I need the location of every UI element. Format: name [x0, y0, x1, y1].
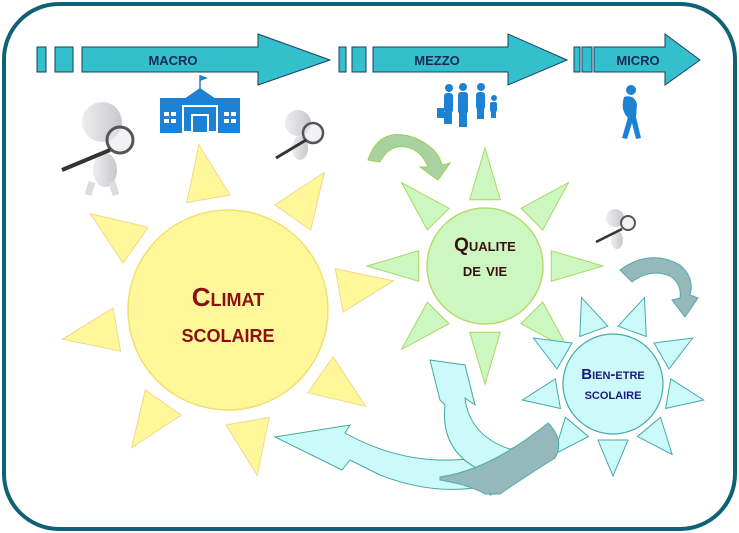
- sun-ray: [550, 250, 605, 282]
- sun-ray: [469, 331, 501, 386]
- climat-title-line2: scolaire: [181, 318, 274, 348]
- sun-ray: [89, 212, 149, 265]
- sun-ray: [532, 337, 573, 370]
- sun-ray: [130, 389, 183, 449]
- sun-ray: [186, 143, 231, 204]
- school-icon: [160, 75, 240, 133]
- qualite-sun-rays: [365, 146, 605, 386]
- bienetre-sun-rays: [521, 296, 705, 478]
- sun-ray: [273, 171, 326, 231]
- qualite-sun: [426, 207, 544, 325]
- climat-sun: [127, 209, 329, 411]
- bienetre-title-line1: Bien-etre: [581, 366, 645, 383]
- sun-ray: [653, 337, 694, 370]
- curved-arrow-icon: [439, 422, 560, 495]
- curved-arrow-icon: [367, 134, 452, 181]
- bienetre-sun: [562, 333, 664, 435]
- sun-ray: [597, 439, 629, 478]
- bienetre-title-line2: scolaire: [585, 386, 642, 403]
- sun-ray: [664, 378, 705, 410]
- sun-ray: [307, 355, 367, 408]
- student-icon: [622, 85, 641, 139]
- sun-ray: [579, 296, 609, 338]
- magnifier-person-icon: [595, 209, 636, 249]
- sun-ray: [334, 268, 395, 313]
- magnifier-person-icon: [275, 110, 325, 160]
- sun-ray: [365, 250, 420, 282]
- sun-ray: [61, 307, 122, 352]
- family-icon: [437, 83, 497, 127]
- macro-label: MACRO: [148, 53, 197, 68]
- sun-ray: [400, 181, 450, 231]
- scale-arrow-micro: MICRO: [573, 33, 701, 86]
- climat-sun-rays: [61, 143, 395, 477]
- sun-ray: [225, 416, 270, 477]
- scale-arrow-macro: MACRO: [36, 33, 332, 86]
- qualite-title-line1: Qualite: [454, 235, 516, 256]
- magnifier-person-icon: [61, 102, 135, 197]
- mezzo-label: MEZZO: [414, 53, 460, 68]
- scale-arrow-mezzo: MEZZO: [338, 33, 569, 86]
- qualite-title-line2: de vie: [463, 260, 508, 281]
- sun-ray: [553, 416, 590, 456]
- micro-label: MICRO: [616, 53, 659, 68]
- sun-ray: [520, 181, 570, 231]
- sun-ray: [400, 301, 450, 351]
- sun-ray: [469, 146, 501, 201]
- sun-ray: [521, 378, 562, 410]
- curved-arrow-icon: [619, 257, 699, 318]
- sun-ray: [617, 296, 647, 338]
- sun-ray: [520, 301, 570, 351]
- sun-ray: [636, 416, 673, 456]
- climat-title-line1: Climat: [192, 282, 264, 312]
